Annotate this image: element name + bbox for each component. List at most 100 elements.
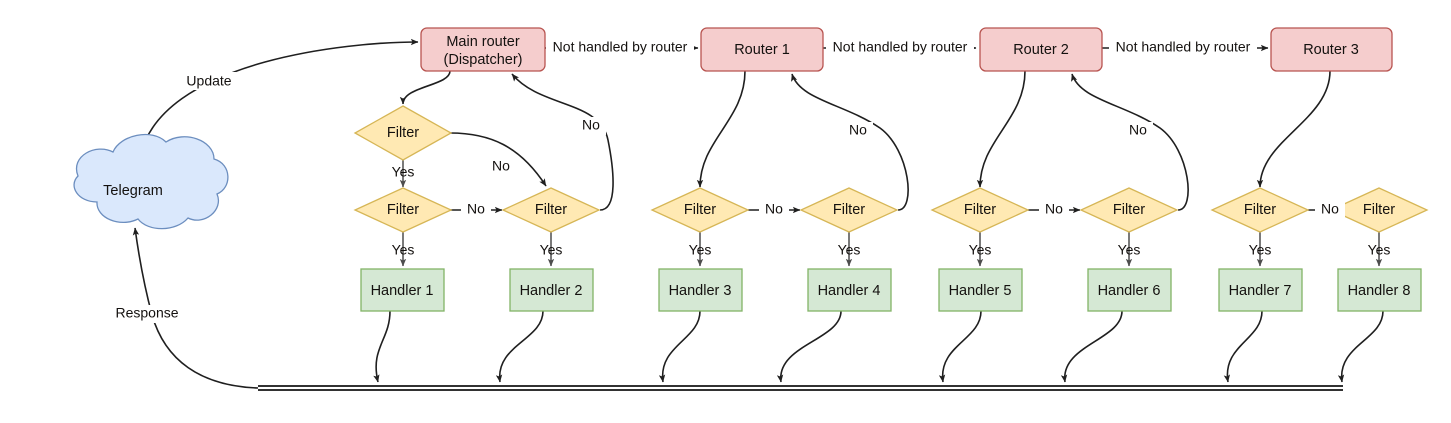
filter-7-label: Filter xyxy=(1244,202,1276,218)
filter-node-5[interactable]: Filter xyxy=(930,187,1030,233)
edge-router2-to-filter-5 xyxy=(976,70,1026,188)
filter-5-label: Filter xyxy=(964,202,996,218)
edge-label-no-r1-top-group: No xyxy=(843,122,873,140)
edge-label-no-r2-top-group: No xyxy=(1123,122,1153,140)
filter-node-3[interactable]: Filter xyxy=(650,187,750,233)
no-r2-chain-bg xyxy=(1039,201,1069,219)
edge-label-not-handled-3: Not handled by router xyxy=(1116,39,1251,55)
filter-node-b[interactable]: Filter xyxy=(353,187,453,233)
filter-c-shape xyxy=(501,187,601,233)
not-handled-3-bg xyxy=(1109,39,1257,57)
edge-router3-to-filter-7 xyxy=(1256,70,1331,188)
handler-node-5[interactable]: Handler 5 xyxy=(938,268,1023,312)
handler-5-label: Handler 5 xyxy=(949,283,1012,299)
router-3-box xyxy=(1270,27,1393,72)
filter-node-7[interactable]: Filter xyxy=(1210,187,1310,233)
router-1-label: Router 1 xyxy=(734,42,790,58)
handler-1-label: Handler 1 xyxy=(371,283,434,299)
filter-4-label: Filter xyxy=(833,202,865,218)
edge-label-yes-c: Yes xyxy=(540,242,563,258)
handler-8-label: Handler 8 xyxy=(1348,283,1411,299)
edge-label-yes-i: Yes xyxy=(1368,242,1391,258)
edge-handler3-to-bus xyxy=(658,310,701,383)
router-main-label-line2: (Dispatcher) xyxy=(444,52,523,68)
filter-node-4[interactable]: Filter xyxy=(799,187,899,233)
handler-4-box xyxy=(807,268,892,312)
edge-label-not-handled-1-group: Not handled by router xyxy=(546,39,694,57)
telegram-cloud-node[interactable]: Telegram xyxy=(73,133,229,230)
edge-filter-a-no-to-filter-b xyxy=(449,132,547,187)
handler-node-1[interactable]: Handler 1 xyxy=(360,268,445,312)
no-r1-chain-bg xyxy=(759,201,789,219)
filter-6-label: Filter xyxy=(1113,202,1145,218)
router-2-label: Router 2 xyxy=(1013,42,1069,58)
edge-label-no-main-top-group: No xyxy=(576,117,606,135)
handler-node-3[interactable]: Handler 3 xyxy=(658,268,743,312)
handler-node-6[interactable]: Handler 6 xyxy=(1087,268,1172,312)
edge-label-yes-d: Yes xyxy=(689,242,712,258)
filter-4-shape xyxy=(799,187,899,233)
edge-label-not-handled-2-group: Not handled by router xyxy=(826,39,974,57)
edge-handler4-to-bus xyxy=(776,310,842,383)
handler-node-4[interactable]: Handler 4 xyxy=(807,268,892,312)
filter-7-shape xyxy=(1210,187,1310,233)
edge-label-not-handled-2: Not handled by router xyxy=(833,39,968,55)
router-node-3[interactable]: Router 3 xyxy=(1270,27,1393,72)
telegram-label: Telegram xyxy=(103,183,163,199)
edge-label-not-handled-1: Not handled by router xyxy=(553,39,688,55)
filter-8-label: Filter xyxy=(1363,202,1395,218)
no-main-chain-bg xyxy=(461,201,491,219)
handler-node-8[interactable]: Handler 8 xyxy=(1337,268,1422,312)
no-r2-top-bg xyxy=(1123,122,1153,140)
no-r1-top-bg xyxy=(843,122,873,140)
router-1-box xyxy=(700,27,824,72)
handler-node-7[interactable]: Handler 7 xyxy=(1218,268,1303,312)
not-handled-2-bg xyxy=(826,39,974,57)
edge-label-no-r2-chain: No xyxy=(1045,201,1063,217)
edge-label-update-group: Update xyxy=(180,72,236,90)
response-label-bg xyxy=(108,305,186,323)
handler-2-box xyxy=(509,268,594,312)
filter-8-shape xyxy=(1329,187,1429,233)
edge-update xyxy=(139,38,419,158)
handler-4-label: Handler 4 xyxy=(818,283,881,299)
edge-handler2-to-bus xyxy=(495,310,544,383)
handler-6-box xyxy=(1087,268,1172,312)
filter-c-label: Filter xyxy=(535,202,567,218)
router-3-label: Router 3 xyxy=(1303,42,1359,58)
edge-label-response-group: Response xyxy=(108,305,186,323)
edge-label-yes-e: Yes xyxy=(838,242,861,258)
edge-handler1-to-bus xyxy=(373,310,391,383)
router-main-box xyxy=(420,27,546,72)
edge-label-no-r3-chain-group: No xyxy=(1315,201,1345,219)
router-node-2[interactable]: Router 2 xyxy=(979,27,1103,72)
edge-handler6-to-bus xyxy=(1060,310,1123,383)
filter-node-6[interactable]: Filter xyxy=(1079,187,1179,233)
router-main-label-line1: Main router xyxy=(446,34,520,50)
filter-node-8[interactable]: Filter xyxy=(1329,187,1429,233)
edge-label-no-r3-chain: No xyxy=(1321,201,1339,217)
filter-node-a[interactable]: Filter xyxy=(353,105,453,161)
edge-label-no-main-top: No xyxy=(582,117,600,133)
edge-label-no-main-mid-group: No xyxy=(486,158,516,176)
handler-3-label: Handler 3 xyxy=(669,283,732,299)
router-node-main[interactable]: Main router (Dispatcher) xyxy=(420,27,546,72)
edge-label-no-r1-top: No xyxy=(849,122,867,138)
edge-label-no-main-chain-group: No xyxy=(461,201,491,219)
filter-3-label: Filter xyxy=(684,202,716,218)
handler-7-label: Handler 7 xyxy=(1229,283,1292,299)
edge-filter-c-no-to-mainrouter xyxy=(511,73,614,211)
no-main-mid-bg xyxy=(486,158,516,176)
edge-label-not-handled-3-group: Not handled by router xyxy=(1109,39,1257,57)
handler-3-box xyxy=(658,268,743,312)
filter-node-c[interactable]: Filter xyxy=(501,187,601,233)
handler-7-box xyxy=(1218,268,1303,312)
edge-handler5-to-bus xyxy=(938,310,982,383)
filter-3-shape xyxy=(650,187,750,233)
edge-label-no-r1-chain-group: No xyxy=(759,201,789,219)
edge-label-yes-f: Yes xyxy=(969,242,992,258)
handler-node-2[interactable]: Handler 2 xyxy=(509,268,594,312)
router-node-1[interactable]: Router 1 xyxy=(700,27,824,72)
